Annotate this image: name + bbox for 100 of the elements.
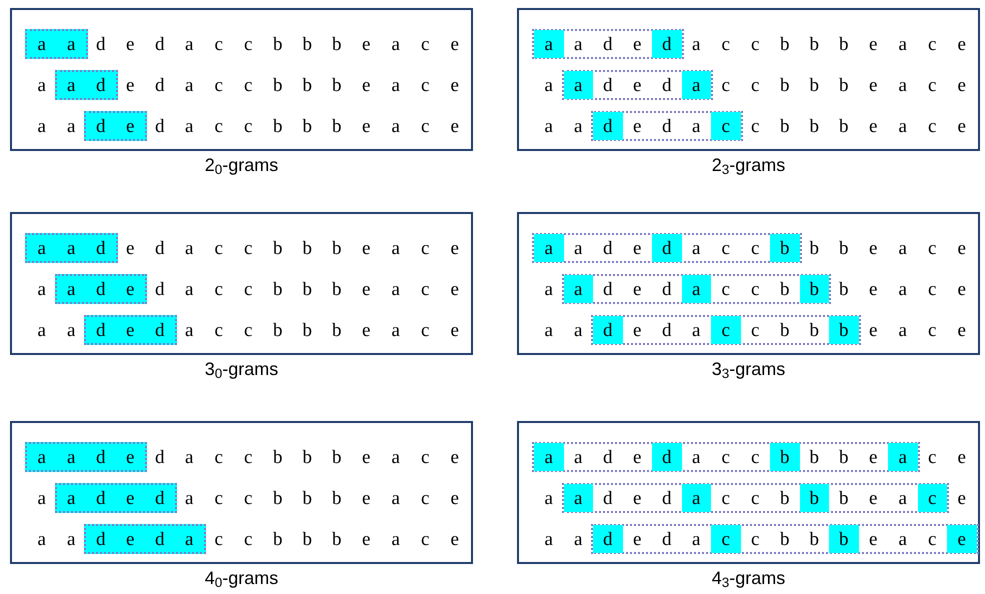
- letter: e: [125, 446, 136, 470]
- letter: b: [779, 114, 790, 138]
- letter: a: [36, 486, 47, 510]
- letter: c: [927, 236, 938, 260]
- letter: a: [66, 32, 76, 56]
- gram-span-box: [562, 274, 831, 304]
- letter: d: [154, 114, 166, 138]
- letter: e: [632, 236, 642, 260]
- letter: b: [838, 446, 850, 470]
- highlighted-letter: b: [800, 484, 829, 512]
- letter: a: [544, 486, 554, 510]
- letter: b: [838, 32, 850, 56]
- letter: d: [154, 528, 166, 552]
- letter: a: [184, 446, 194, 470]
- letter: e: [632, 446, 642, 470]
- letter: a: [390, 318, 401, 342]
- panel-caption: 4$_{0}$-grams: [204, 567, 278, 590]
- highlighted-letter: b: [770, 443, 800, 471]
- letter: b: [331, 32, 342, 56]
- letter: c: [243, 236, 254, 260]
- letter: a: [36, 74, 47, 98]
- letter: a: [691, 446, 702, 470]
- letter: e: [450, 236, 460, 260]
- letter: a: [544, 528, 554, 552]
- panel-caption: 2$_{0}$-grams: [204, 154, 278, 176]
- highlighted-letter: d: [652, 443, 682, 471]
- letter: e: [361, 114, 372, 138]
- letter: c: [420, 318, 430, 342]
- letter: e: [956, 74, 967, 98]
- letter: a: [898, 486, 908, 510]
- letter: c: [214, 236, 224, 260]
- letter: e: [956, 486, 967, 510]
- gram-span-box: [591, 524, 978, 554]
- letter: e: [125, 236, 136, 260]
- letter: a: [184, 74, 194, 98]
- letter: c: [927, 446, 938, 470]
- letter: d: [661, 528, 672, 552]
- letter: a: [66, 318, 76, 342]
- letter: a: [390, 528, 401, 552]
- letter: c: [750, 446, 760, 470]
- letter: c: [214, 114, 224, 138]
- letter: a: [390, 236, 401, 260]
- letter: e: [632, 32, 642, 56]
- letter: c: [214, 486, 224, 510]
- letter: d: [602, 74, 614, 98]
- letter: d: [602, 32, 614, 56]
- letter: b: [272, 318, 284, 342]
- highlighted-letter: d: [593, 525, 622, 553]
- highlighted-gram-box: [25, 442, 147, 472]
- letter: e: [868, 278, 878, 302]
- letter: e: [361, 446, 372, 470]
- highlighted-gram-box: [84, 315, 176, 345]
- letter: c: [214, 74, 224, 98]
- gram-span-box: [532, 442, 920, 472]
- letter: b: [331, 278, 342, 302]
- letter: b: [302, 32, 313, 56]
- letter: b: [272, 446, 284, 470]
- letter: c: [214, 528, 224, 552]
- letter: e: [361, 318, 372, 342]
- letter: e: [361, 74, 372, 98]
- letter: e: [450, 318, 460, 342]
- letter: c: [214, 318, 224, 342]
- letter: d: [661, 74, 672, 98]
- letter: c: [243, 528, 254, 552]
- highlighted-letter: d: [593, 316, 622, 344]
- letter: c: [750, 278, 760, 302]
- letter: b: [808, 74, 820, 98]
- letter: e: [868, 114, 878, 138]
- highlighted-letter: a: [534, 30, 564, 58]
- letter: b: [808, 318, 820, 342]
- highlighted-letter: a: [564, 275, 593, 303]
- letter: c: [720, 486, 731, 510]
- letter: c: [927, 74, 938, 98]
- letter: a: [66, 446, 76, 470]
- letter: b: [808, 236, 820, 260]
- letter: d: [661, 114, 672, 138]
- letter: d: [95, 114, 106, 138]
- letter: a: [898, 74, 908, 98]
- letter: e: [632, 486, 642, 510]
- letter: a: [573, 318, 584, 342]
- letter: e: [361, 32, 372, 56]
- letter: b: [838, 114, 850, 138]
- letter: b: [302, 278, 313, 302]
- letter: b: [331, 236, 342, 260]
- letter: a: [390, 486, 401, 510]
- letter: a: [66, 528, 76, 552]
- letter: b: [272, 528, 284, 552]
- letter: a: [390, 114, 401, 138]
- gram-span-box: [591, 111, 742, 141]
- letter: e: [632, 114, 642, 138]
- letter: e: [450, 278, 460, 302]
- letter: d: [661, 278, 672, 302]
- letter: a: [66, 74, 76, 98]
- highlighted-letter: a: [564, 71, 593, 99]
- highlighted-gram-box: [25, 29, 88, 59]
- letter: e: [868, 486, 878, 510]
- letter: e: [450, 74, 460, 98]
- letter: b: [808, 32, 820, 56]
- letter: a: [390, 446, 401, 470]
- letter: a: [66, 114, 76, 138]
